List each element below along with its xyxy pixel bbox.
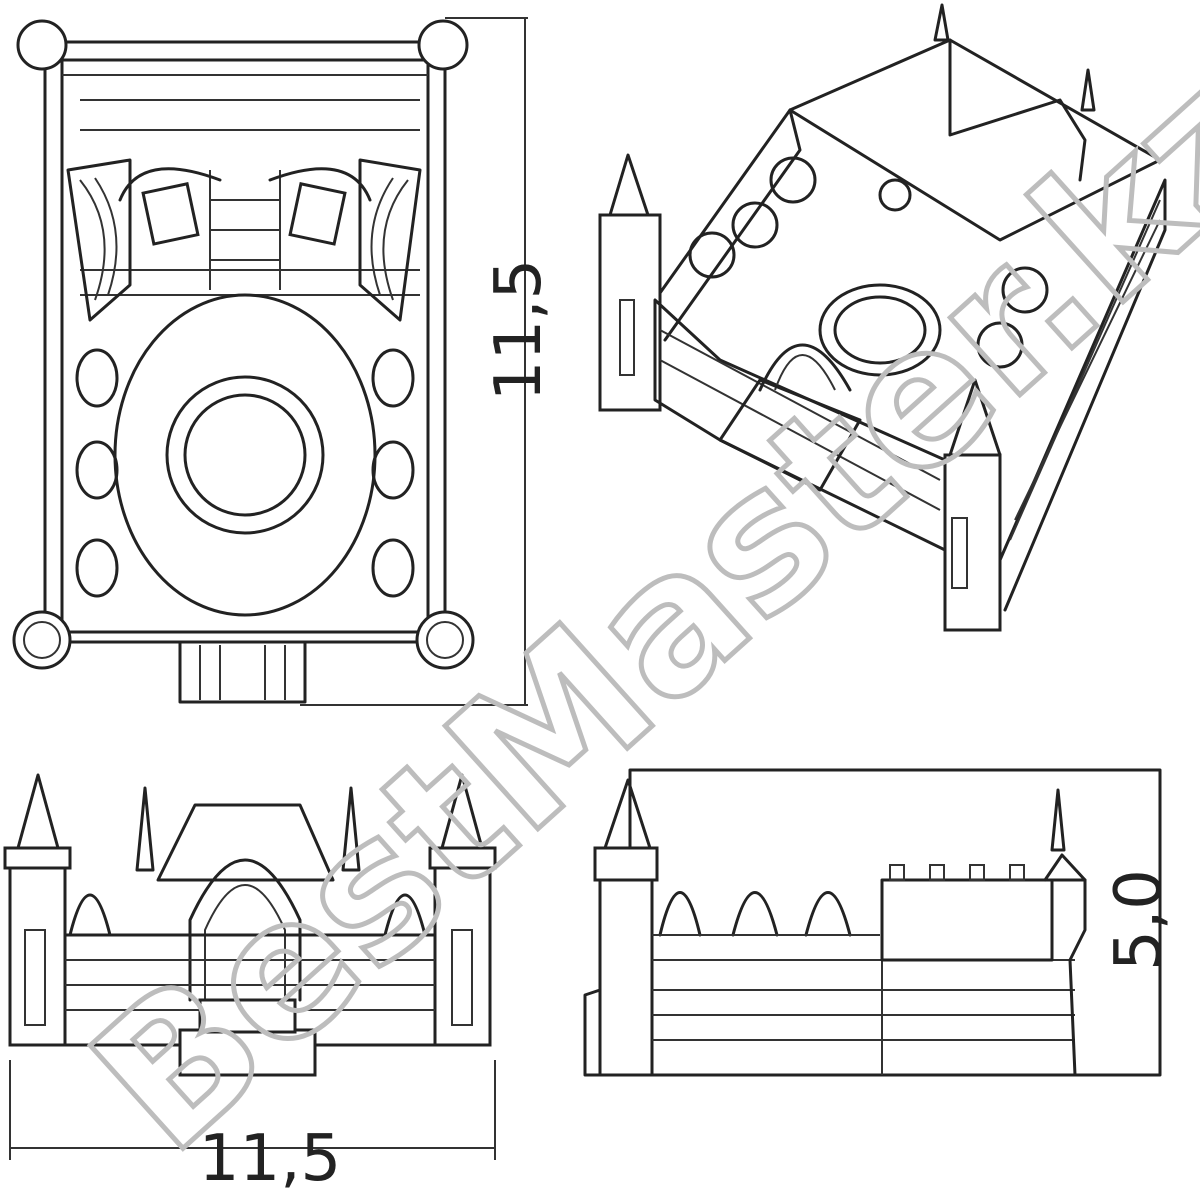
top-view xyxy=(12,17,528,706)
top-view-dimension-label: 11,5 xyxy=(482,259,556,402)
side-view xyxy=(583,768,1162,1077)
side-view-dimension-label: 5,0 xyxy=(1102,869,1176,971)
isometric-view xyxy=(598,3,1167,632)
front-view-dimension-label: 11,5 xyxy=(199,1122,342,1196)
front-view xyxy=(3,773,497,1160)
